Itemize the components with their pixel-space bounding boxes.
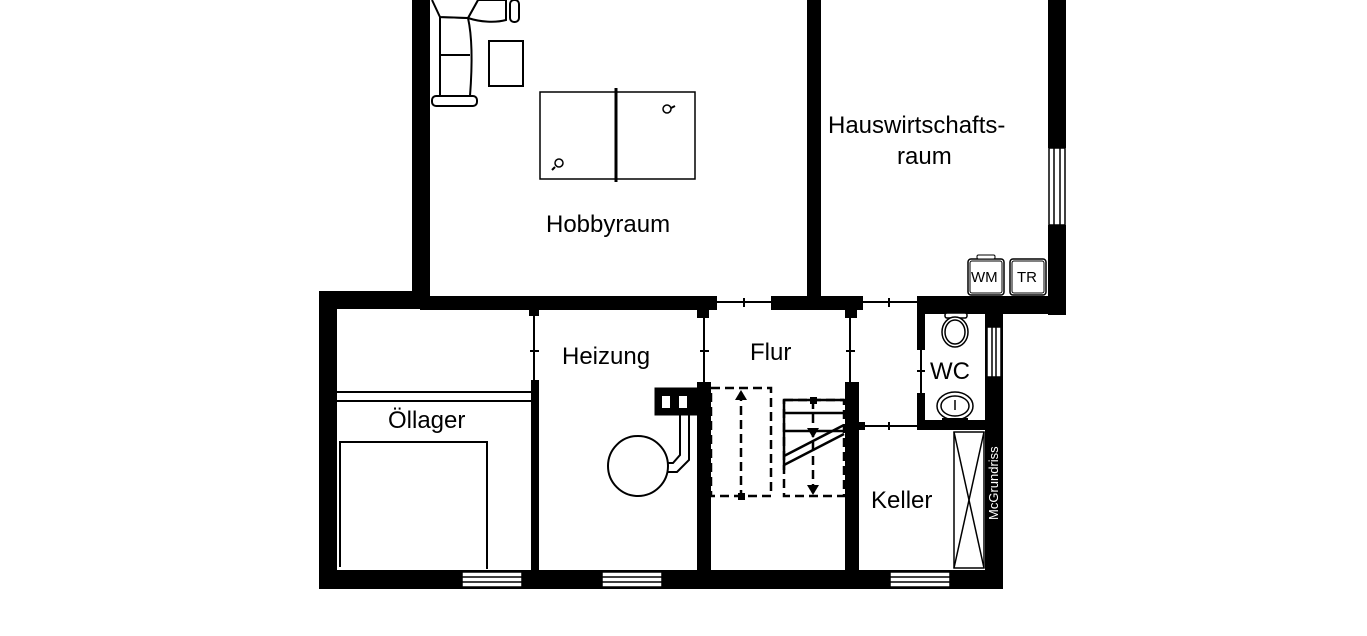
watermark-label: McGrundriss	[986, 446, 1001, 520]
dryer-label: TR	[1017, 269, 1037, 286]
room-label-oellager: Öllager	[388, 407, 466, 434]
room-label-keller: Keller	[871, 487, 933, 514]
boiler-icon	[607, 387, 700, 497]
room-label-hauswirtschaftsraum-line2: raum	[897, 143, 952, 170]
room-label-heizung: Heizung	[562, 343, 651, 370]
stairs-icon	[709, 386, 846, 500]
toilet-icon	[941, 312, 969, 348]
shelf-icon	[953, 431, 985, 569]
washing-machine-label: WM	[971, 269, 998, 286]
oil-tank-icon	[337, 391, 531, 569]
windows	[461, 147, 1066, 588]
sofa-icon	[431, 0, 520, 107]
washing-machine-icon	[967, 254, 1005, 296]
room-label-hobbyraum: Hobbyraum	[546, 211, 671, 238]
door-openings	[530, 298, 925, 430]
room-label-flur: Flur	[750, 339, 792, 366]
sink-icon	[936, 391, 974, 421]
room-label-wc: WC	[930, 358, 970, 385]
walls	[319, 0, 1066, 589]
coffee-table-icon	[488, 40, 524, 87]
table-tennis-icon	[539, 88, 696, 182]
dryer-icon	[1009, 258, 1047, 296]
room-label-hauswirtschaftsraum-line1: Hauswirtschafts-	[828, 112, 1006, 139]
